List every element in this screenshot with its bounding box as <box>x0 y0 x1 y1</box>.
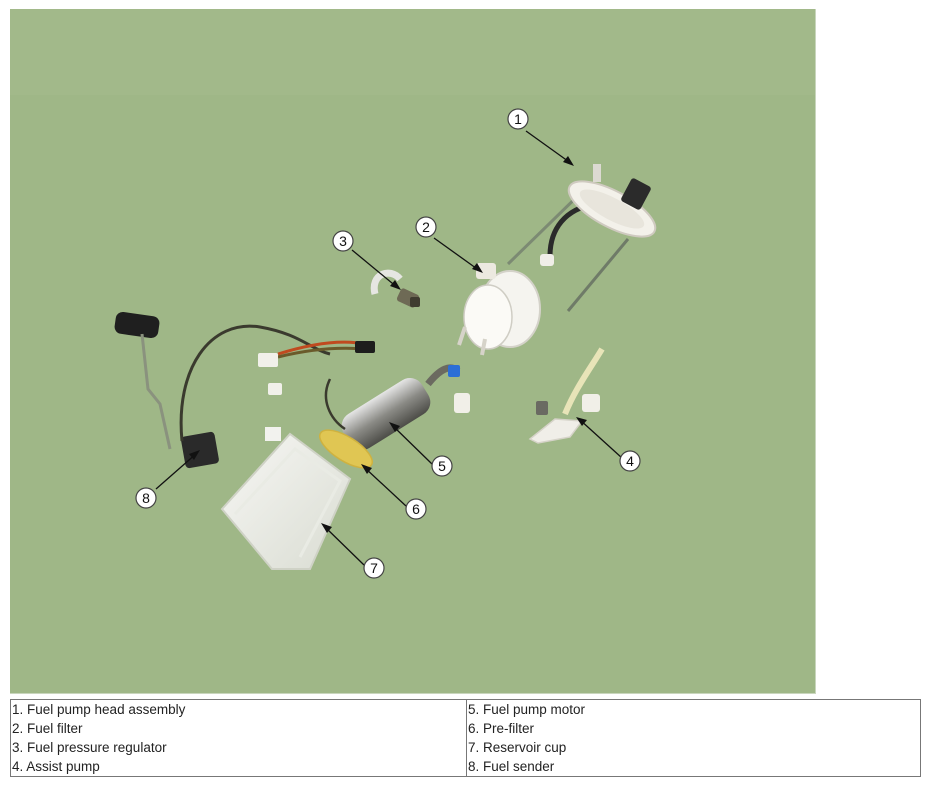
legend-column-right: 5. Fuel pump motor 6. Pre-filter 7. Rese… <box>466 699 921 777</box>
legend-item-fuel-pressure-regulator: 3. Fuel pressure regulator <box>12 740 167 755</box>
leader-arrow-1 <box>563 156 574 166</box>
legend-row: 1. Fuel pump head assembly 2. Fuel filte… <box>11 699 921 777</box>
parts-illustration: 1 2 3 4 5 6 7 8 <box>10 9 815 579</box>
callout-8-number: 8 <box>142 490 150 506</box>
leader-line-6 <box>363 466 407 507</box>
background-band <box>10 9 815 95</box>
legend-item-pre-filter: 6. Pre-filter <box>468 721 535 736</box>
leader-arrow-8 <box>189 450 200 460</box>
leader-arrow-2 <box>472 263 483 273</box>
callout-7: 7 <box>363 557 385 579</box>
leader-arrow-7 <box>321 523 332 533</box>
exploded-parts-figure: 1 2 3 4 5 6 7 8 <box>10 9 816 694</box>
callout-3-number: 3 <box>339 233 347 249</box>
legend-item-fuel-sender: 8. Fuel sender <box>468 759 555 774</box>
callout-2: 2 <box>415 216 437 238</box>
fuel-sender <box>114 311 375 469</box>
parts-legend-table: 1. Fuel pump head assembly 2. Fuel filte… <box>10 699 921 777</box>
leader-line-5 <box>391 424 433 465</box>
leader-arrow-6 <box>361 464 372 474</box>
legend-item-assist-pump: 4. Assist pump <box>12 759 100 774</box>
legend-item-fuel-pump-head-assembly: 1. Fuel pump head assembly <box>12 702 186 717</box>
fuel-filter <box>457 263 541 356</box>
fuel-pump-motor <box>341 364 470 451</box>
callout-7-number: 7 <box>370 560 378 576</box>
callout-1-number: 1 <box>514 111 522 127</box>
legend-item-reservoir-cup: 7. Reservoir cup <box>468 740 567 755</box>
leader-line-3 <box>351 249 399 289</box>
fuel-pressure-regulator <box>370 269 420 308</box>
leader-line-7 <box>323 525 365 566</box>
leader-arrow-5 <box>389 422 400 432</box>
callout-4-number: 4 <box>626 453 634 469</box>
leader-arrow-4 <box>576 417 587 426</box>
fuel-pump-head-assembly <box>506 164 657 312</box>
legend-item-fuel-filter: 2. Fuel filter <box>12 721 83 736</box>
callout-8: 8 <box>135 487 157 509</box>
legend-column-left: 1. Fuel pump head assembly 2. Fuel filte… <box>11 700 467 777</box>
callout-3: 3 <box>332 230 354 252</box>
callout-5-number: 5 <box>438 458 446 474</box>
callout-6: 6 <box>405 498 427 520</box>
legend-item-fuel-pump-motor: 5. Fuel pump motor <box>468 702 586 717</box>
callout-6-number: 6 <box>412 501 420 517</box>
leader-line-1 <box>525 130 573 165</box>
assist-pump <box>528 347 605 444</box>
leader-line-2 <box>433 237 481 272</box>
leader-line-4 <box>578 418 623 459</box>
leader-line-8 <box>155 452 198 490</box>
pre-filter <box>319 429 373 469</box>
callout-2-number: 2 <box>422 219 430 235</box>
callout-4: 4 <box>619 450 641 472</box>
leader-arrow-3 <box>390 280 401 290</box>
reservoir-cup <box>220 427 352 570</box>
callout-1: 1 <box>507 108 529 130</box>
callout-5: 5 <box>431 455 453 477</box>
